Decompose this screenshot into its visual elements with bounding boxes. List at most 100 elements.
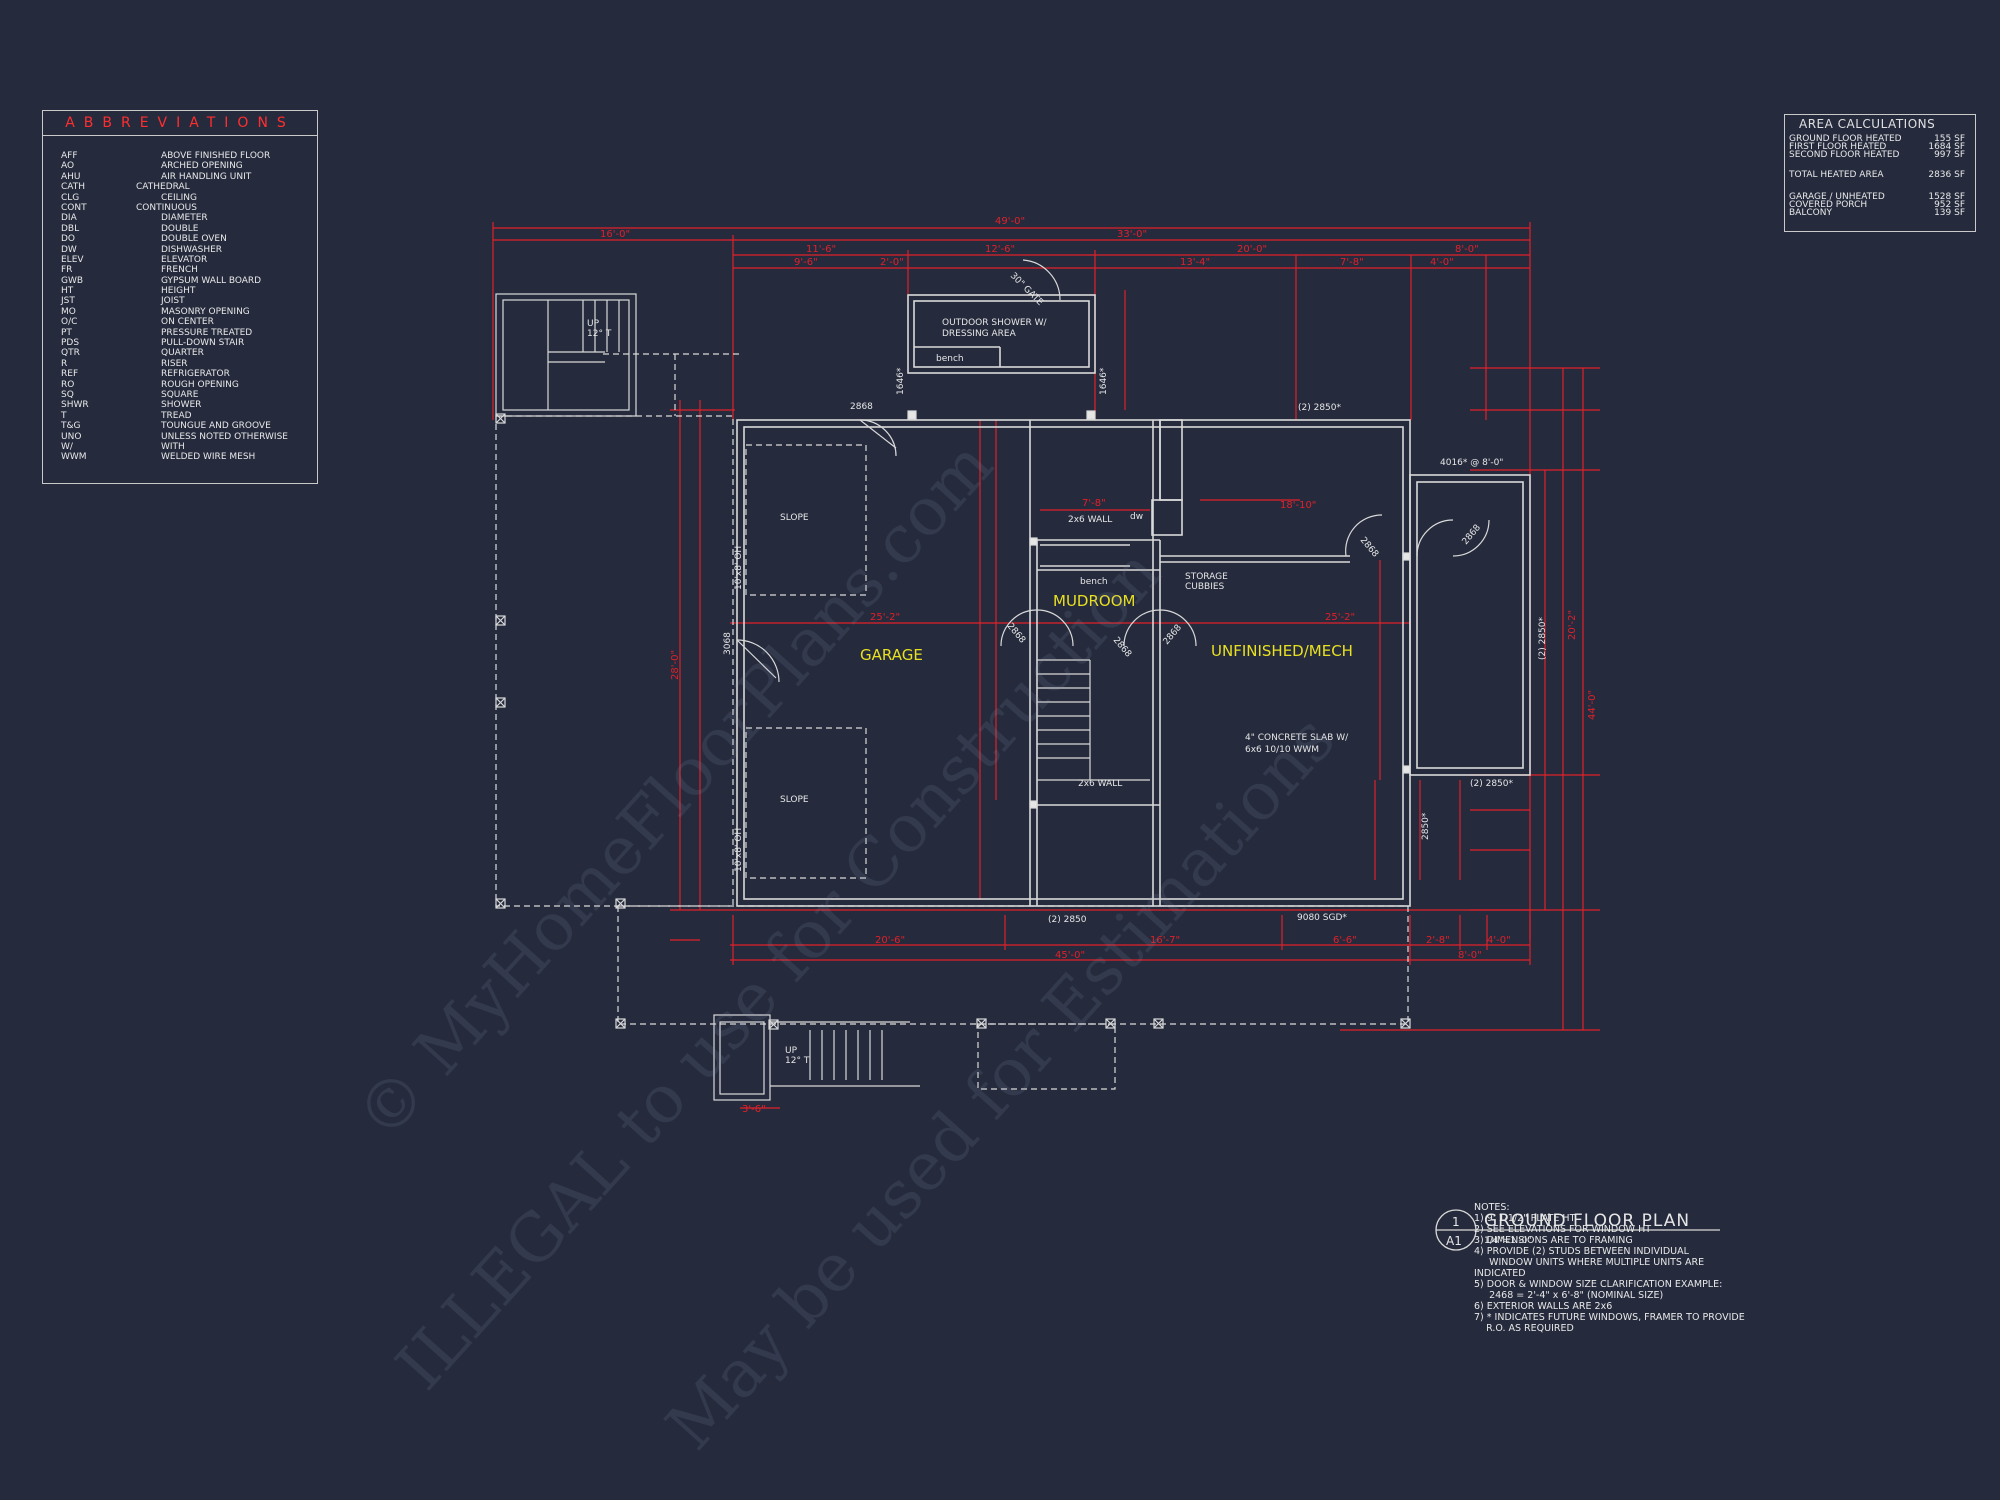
dimension-text: 12'-6" bbox=[985, 244, 1015, 255]
dimension-text: 8'-0" bbox=[1455, 244, 1479, 255]
abbreviation-meaning: UNLESS NOTED OTHERWISE bbox=[161, 431, 288, 442]
note-line: 4) PROVIDE (2) STUDS BETWEEN INDIVIDUAL bbox=[1474, 1246, 1689, 1257]
note-line: 3) DIMENSIONS ARE TO FRAMING bbox=[1474, 1235, 1633, 1246]
opening-tag: 2850* bbox=[1421, 812, 1431, 840]
notes-header: NOTES: bbox=[1474, 1202, 1510, 1213]
abbreviation-term: T&G bbox=[61, 421, 81, 432]
abbreviation-meaning: ELEVATOR bbox=[161, 254, 208, 265]
dimension-text: 7'-8" bbox=[1340, 257, 1364, 268]
abbreviation-meaning: CONTINUOUS bbox=[136, 202, 197, 213]
dimension-lines bbox=[492, 222, 1600, 1109]
drawing-scale: 1/4"=1'-0" bbox=[1484, 1236, 1531, 1246]
area-label: BALCONY bbox=[1789, 208, 1832, 218]
area-value: 1528 SF bbox=[1928, 192, 1965, 202]
abbreviation-meaning: TOUNGUE AND GROOVE bbox=[161, 421, 271, 432]
abbreviation-meaning: CATHEDRAL bbox=[136, 182, 190, 193]
drawing-title: GROUND FLOOR PLAN bbox=[1484, 1211, 1690, 1231]
slab-note-1: 4" CONCRETE SLAB W/ bbox=[1245, 733, 1349, 743]
abbreviation-term: QTR bbox=[61, 348, 80, 359]
abbreviation-meaning: ABOVE FINISHED FLOOR bbox=[161, 151, 271, 161]
note-line: WINDOW UNITS WHERE MULTIPLE UNITS ARE bbox=[1474, 1257, 1705, 1268]
abbreviation-term: DO bbox=[61, 234, 76, 245]
abbreviation-meaning: SQUARE bbox=[161, 389, 199, 400]
dimension-text: 7'-8" bbox=[1082, 498, 1106, 509]
abbreviation-term: AO bbox=[61, 161, 75, 172]
slab-note-2: 6x6 10/10 WWM bbox=[1245, 745, 1319, 755]
abbreviation-term: T bbox=[61, 410, 67, 421]
note-line: INDICATED bbox=[1474, 1268, 1526, 1279]
opening-tag: 2868 bbox=[1111, 636, 1134, 660]
abbreviation-meaning: REFRIGERATOR bbox=[161, 369, 230, 380]
area-row: SECOND FLOOR HEATED 997 SF bbox=[1789, 151, 1965, 160]
area-value: 997 SF bbox=[1934, 150, 1965, 160]
dw-label: dw bbox=[1130, 512, 1143, 522]
storage-label: STORAGE bbox=[1185, 572, 1228, 582]
detail-number: 1 bbox=[1452, 1215, 1460, 1229]
stairs bbox=[495, 293, 1150, 1101]
note-line: 1) 9' 1-1/2" PLATE HT bbox=[1474, 1213, 1576, 1224]
area-label: SECOND FLOOR HEATED bbox=[1789, 150, 1900, 160]
abbreviation-term: CATH bbox=[61, 182, 86, 193]
stair-up-label: UP bbox=[785, 1046, 798, 1056]
abbreviation-term: SHWR bbox=[61, 400, 89, 411]
note-line: 2468 = 2'-4" x 6'-8" (NOMINAL SIZE) bbox=[1474, 1290, 1664, 1301]
dimension-text: 33'-0" bbox=[1117, 229, 1147, 240]
abbreviation-term: PT bbox=[61, 327, 72, 338]
dimension-text: 8'-0" bbox=[1458, 950, 1482, 961]
dressing-area-label: DRESSING AREA bbox=[942, 329, 1017, 339]
opening-tag: 2868 bbox=[1005, 622, 1028, 646]
area-value: 952 SF bbox=[1934, 200, 1965, 210]
area-value: 139 SF bbox=[1934, 208, 1965, 218]
area-label: FIRST FLOOR HEATED bbox=[1789, 142, 1887, 152]
stair-up-label: UP bbox=[587, 319, 600, 329]
abbreviation-meaning: CEILING bbox=[161, 192, 197, 203]
door-swings bbox=[736, 259, 1490, 683]
abbreviation-meaning: FRENCH bbox=[161, 265, 198, 276]
dimension-text: 11'-6" bbox=[806, 244, 836, 255]
abbreviation-meaning: ON CENTER bbox=[161, 317, 214, 328]
abbreviation-meaning: WITH bbox=[161, 441, 185, 452]
abbreviation-meaning: AIR HANDLING UNIT bbox=[161, 171, 252, 182]
dimension-text: 25'-2" bbox=[1325, 612, 1355, 623]
room-label-garage: GARAGE bbox=[860, 646, 923, 664]
abbreviation-meaning: HEIGHT bbox=[161, 286, 196, 297]
abbreviation-row: CATH CATHEDRAL bbox=[61, 182, 309, 192]
abbreviation-term: O/C bbox=[61, 317, 78, 328]
abbreviation-term: AFF bbox=[61, 151, 78, 161]
area-row: FIRST FLOOR HEATED 1684 SF bbox=[1789, 143, 1965, 152]
abbreviation-term: DBL bbox=[61, 223, 80, 234]
opening-tag: (2) 2850 bbox=[1048, 915, 1087, 925]
sheet-number: A1 bbox=[1446, 1234, 1462, 1248]
abbreviation-term: FR bbox=[61, 265, 73, 276]
abbreviation-meaning: PRESSURE TREATED bbox=[161, 327, 253, 338]
slope-label: SLOPE bbox=[780, 795, 809, 805]
area-row: GARAGE / UNHEATED 1528 SF bbox=[1789, 193, 1965, 202]
dimension-text: 9'-6" bbox=[794, 257, 818, 268]
opening-tag: (2) 2850* bbox=[1538, 616, 1548, 660]
abbreviation-meaning: GYPSUM WALL BOARD bbox=[161, 275, 262, 286]
area-label: GARAGE / UNHEATED bbox=[1789, 192, 1885, 202]
opening-tag: 9080 SGD* bbox=[1297, 913, 1347, 923]
note-line: 6) EXTERIOR WALLS ARE 2x6 bbox=[1474, 1301, 1613, 1312]
abbreviation-row: W/WITH bbox=[61, 442, 309, 452]
opening-tag: 2868 bbox=[1162, 623, 1185, 647]
opening-tag: 4016* @ 8'-0" bbox=[1440, 458, 1503, 468]
dimension-text: 28'-0" bbox=[670, 650, 681, 680]
area-value: 1684 SF bbox=[1928, 142, 1965, 152]
